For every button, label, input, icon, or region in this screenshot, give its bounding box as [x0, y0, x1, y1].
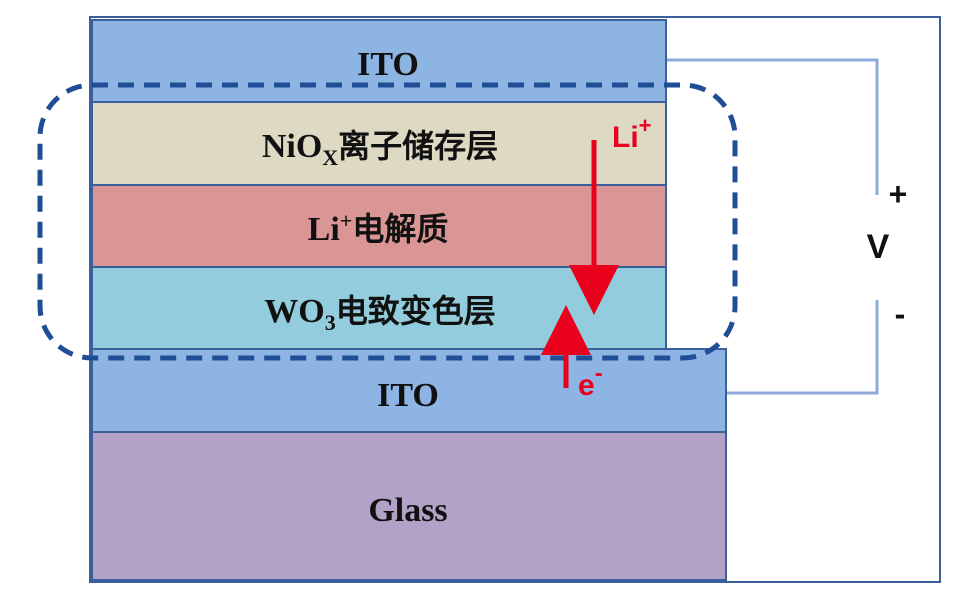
voltage-label: V [867, 228, 890, 266]
electron-label: e- [578, 360, 603, 402]
lithium-ion-label-sup: + [639, 113, 652, 138]
plus-terminal-label: + [889, 176, 908, 212]
layer-electrolyte [91, 184, 667, 268]
nio-label: NiOX离子储存层 [262, 127, 498, 170]
electron-label-main: e [578, 369, 595, 402]
electrolyte-label: Li+电解质 [308, 208, 449, 248]
wo3-label: WO3电致变色层 [264, 292, 495, 335]
layer-ito-top [91, 19, 667, 103]
electrolyte-label-sup: + [340, 208, 353, 233]
glass-label: Glass [368, 492, 447, 529]
ito-bottom-label: ITO [377, 377, 439, 414]
layer-glass [91, 431, 727, 581]
nio-label-rest: 离子储存层 [338, 127, 498, 165]
circuit-wire [666, 58, 879, 395]
layer-ito-bottom [91, 348, 727, 433]
wo3-label-sub: 3 [325, 310, 336, 335]
minus-terminal-label: - [895, 296, 906, 332]
lithium-ion-label-main: Li [612, 121, 639, 154]
nio-label-main: NiO [262, 128, 322, 165]
layer-nio [91, 101, 667, 186]
electrolyte-label-main: Li [308, 211, 340, 248]
lithium-ion-label: Li+ [612, 113, 652, 154]
nio-label-sub: X [322, 145, 338, 170]
electrolyte-label-rest: 电解质 [352, 210, 448, 248]
wo3-label-main: WO [264, 293, 324, 330]
wo3-label-rest: 电致变色层 [336, 292, 496, 330]
active-stack-outline [37, 82, 738, 361]
electron-label-sup: - [595, 360, 603, 387]
ito-top-label: ITO [357, 46, 419, 83]
